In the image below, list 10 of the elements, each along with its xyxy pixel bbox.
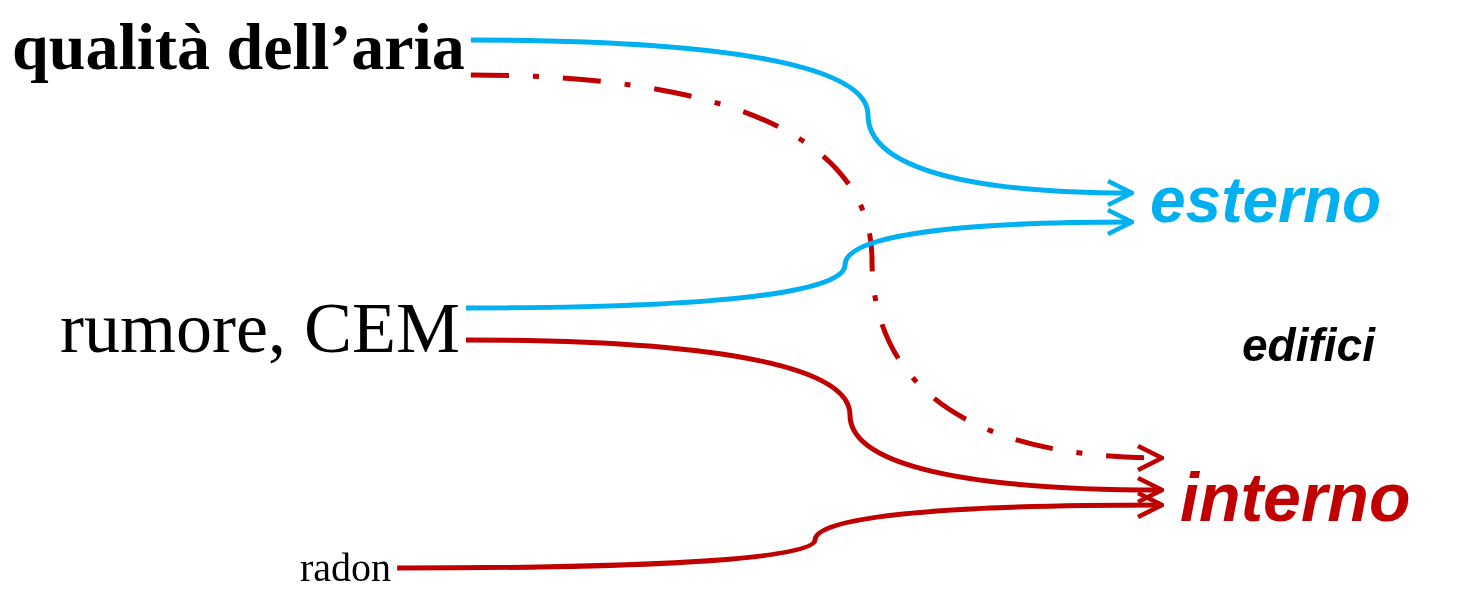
arrow — [397, 490, 1165, 571]
node-label: radon — [300, 548, 392, 588]
arrow — [470, 37, 1135, 207]
arrow — [470, 72, 1165, 472]
section-label: edifici — [1242, 322, 1375, 368]
node-label: rumore, CEM — [60, 292, 460, 364]
arrow — [465, 337, 1165, 504]
node-label: interno — [1180, 463, 1411, 531]
node-label: esterno — [1150, 168, 1382, 232]
arrow — [465, 207, 1135, 311]
